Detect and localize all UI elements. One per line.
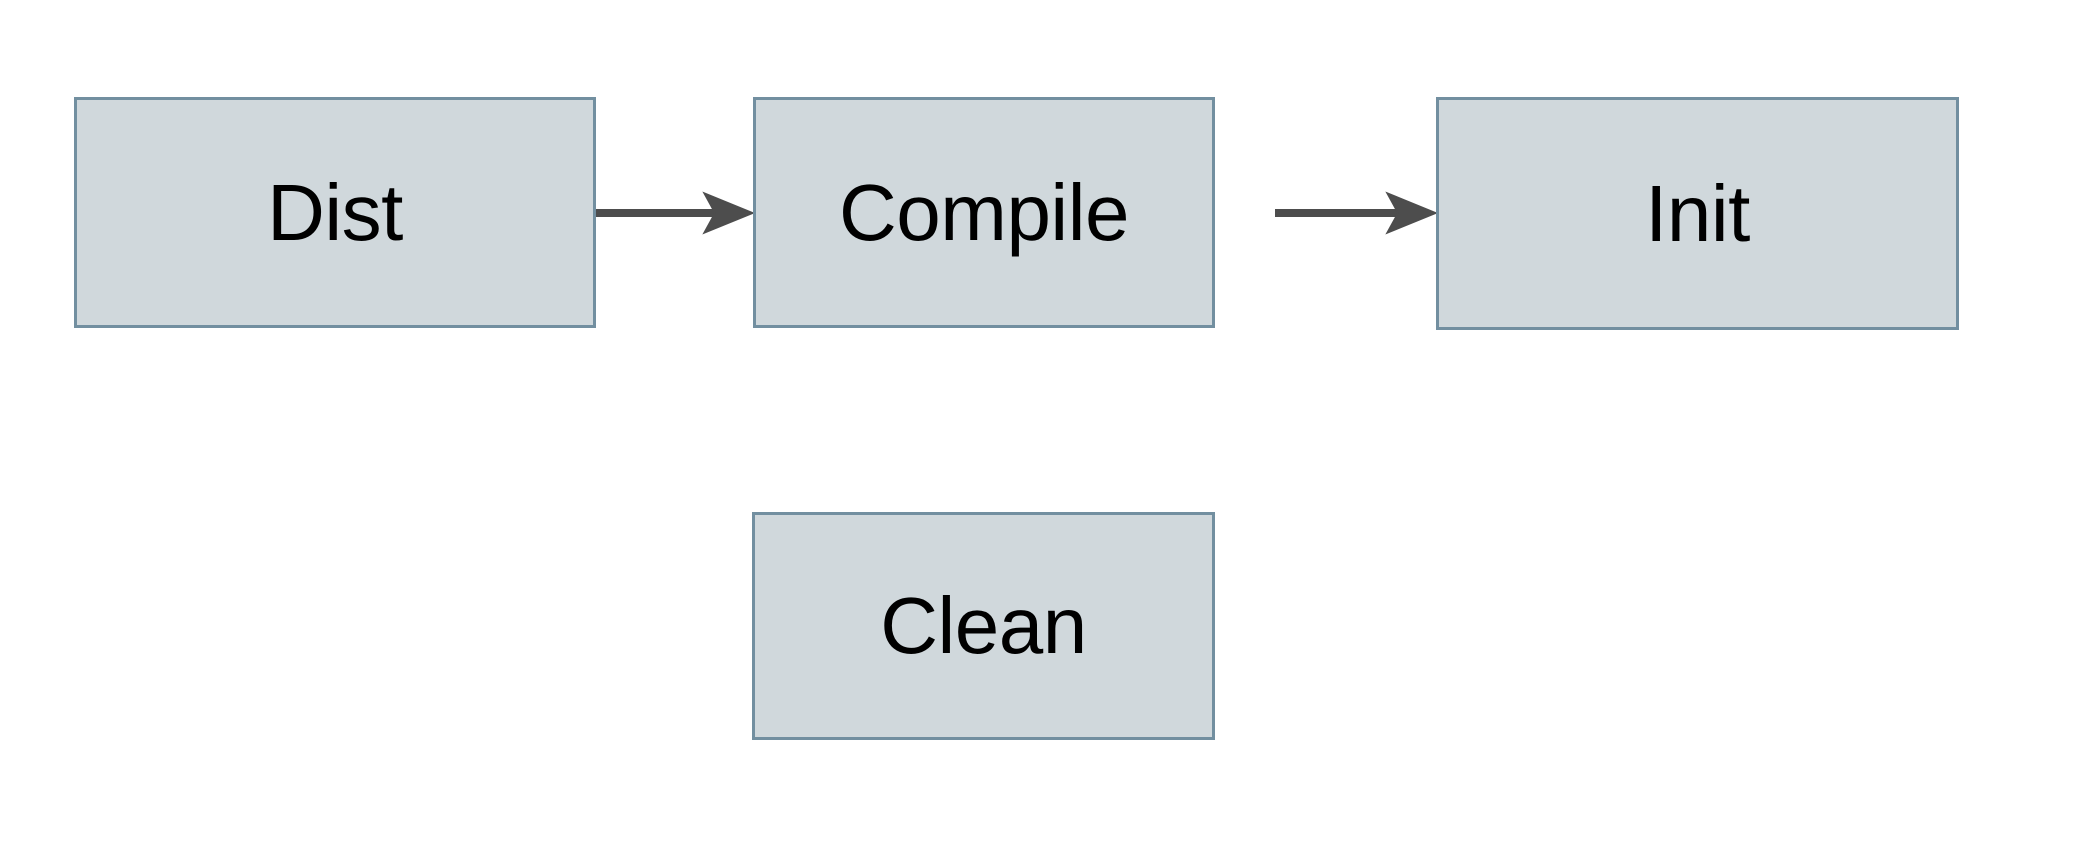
- node-init[interactable]: Init: [1436, 97, 1959, 330]
- node-compile[interactable]: Compile: [753, 97, 1215, 328]
- node-compile-label: Compile: [839, 167, 1129, 257]
- edge-compile-to-init[interactable]: [1275, 189, 1440, 237]
- node-clean[interactable]: Clean: [752, 512, 1215, 740]
- arrow-right-icon: [1275, 191, 1438, 235]
- edge-dist-to-compile[interactable]: [596, 189, 757, 237]
- arrow-right-icon: [596, 191, 755, 235]
- node-init-label: Init: [1645, 168, 1750, 258]
- node-clean-label: Clean: [880, 581, 1087, 670]
- node-dist-label: Dist: [267, 167, 403, 257]
- node-dist[interactable]: Dist: [74, 97, 596, 328]
